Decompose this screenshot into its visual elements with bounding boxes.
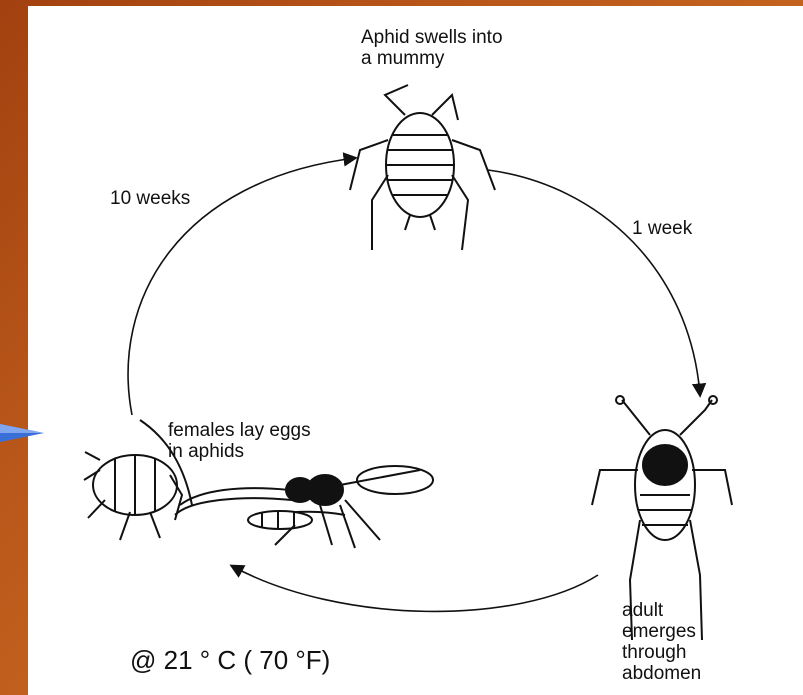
aphid-mummy-icon (350, 85, 495, 250)
aphid-host-icon (84, 452, 182, 540)
label-mummy: Aphid swells into a mummy (361, 27, 503, 69)
cycle-arrow-1-week (488, 170, 700, 395)
label-10-weeks: 10 weeks (110, 188, 190, 209)
label-1-week: 1 week (632, 218, 692, 239)
cycle-arrow-bottom (232, 566, 598, 611)
label-adult-emerges: adult emerges through abdomen (622, 600, 701, 684)
label-females-lay-eggs: females lay eggs in aphids (168, 420, 311, 462)
label-temperature: @ 21 ° C ( 70 °F) (130, 646, 330, 674)
